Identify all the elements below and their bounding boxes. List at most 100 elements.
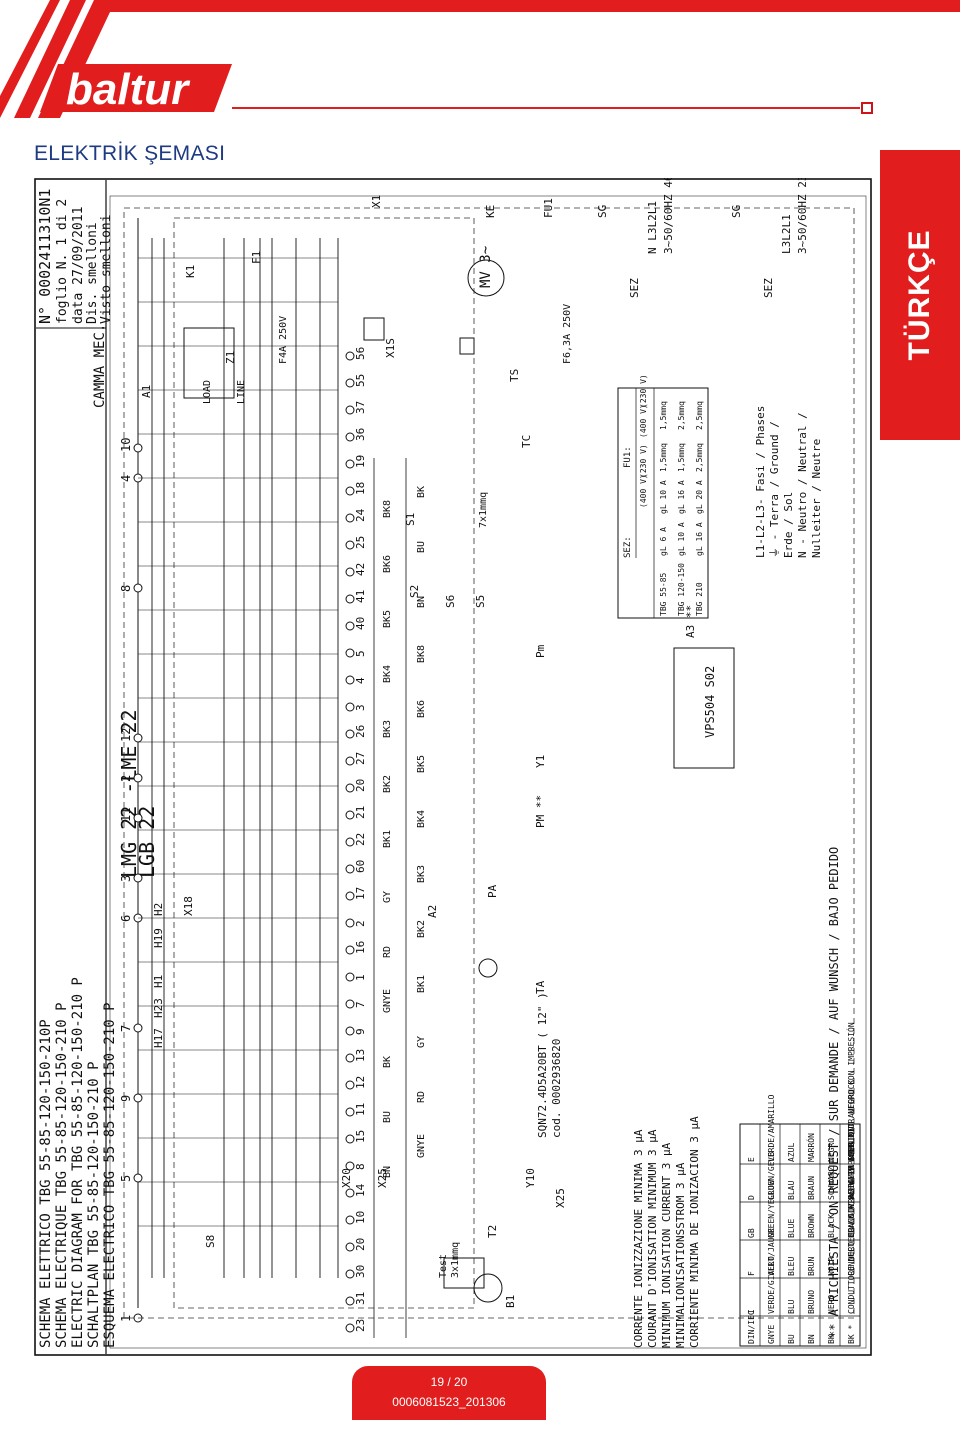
legend-line-1: L1-L2-L3- Fasi / Phases [754,406,767,558]
corner-square-icon [861,102,873,114]
colour-table-cell: BLUE [787,1219,796,1238]
fuse-header: FU1: [623,446,633,468]
colour-table-cell: BRAUN [807,1176,816,1200]
terminal-block [345,756,355,766]
terminal-block-number: 22 [354,833,367,846]
colour-table-cell: CONDUCTEUR NOIR AVEC IMPRESSION [847,1127,856,1276]
sheet-number: foglio N. 1 di 2 [55,199,70,324]
colour-table-cell: BN [807,1334,816,1344]
language-tab-label: TÜRKÇE [903,229,936,361]
label-fu1: FU1 [542,198,555,218]
terminal-number-5: 5 [119,1175,133,1182]
terminal-block-number: 7 [354,1001,367,1008]
terminal-block [345,675,355,685]
terminal-block-number: 12 [354,1076,367,1089]
wire-label-bk2: BK2 [382,775,393,793]
colour-table-cell: BRUNO [807,1290,816,1314]
wire-label-gnye: GNYE [382,989,393,1013]
colour-table-cell: NERO [827,1295,836,1314]
component-labels: S8 B1 T2 Y10 X25 X25 X20 H17 H23 H1 H19 … [140,195,775,1308]
label-h1: H1 [152,975,165,988]
terminal-block [345,351,355,361]
terminal-9 [133,1093,143,1103]
wire-label-lower: BU [416,541,427,553]
fuse-table-cell: 2,5mmq [677,401,686,430]
legend-line-2: ⏚ - Terra / Ground / [768,421,781,558]
terminal-number-10: 10 [119,438,133,452]
terminal-block [345,594,355,604]
colour-table-cell: GRUEN/GELB [767,1152,776,1200]
wire-label-gy: GY [382,891,393,903]
label-x1: X1 [370,195,383,208]
wire-label-lower: BK5 [416,755,427,773]
label-h17: H17 [152,1028,165,1048]
terminal-block-number: 5 [354,650,367,657]
label-y10: Y10 [524,1168,537,1188]
wire-label-lower: BK8 [416,645,427,663]
ignition-transformer-icon [478,958,498,978]
colour-table-cell: CONDUCTOR NEGRO CON IMPRESIÓN [845,1022,856,1162]
terminal-block [345,945,355,955]
document-number: N° 0002411310N1 [36,189,54,324]
terminal-number-8: 8 [119,585,133,592]
wire-label-lower: GNYE [416,1134,427,1158]
colour-table-cell: BK * [847,1325,856,1344]
colour-table-cell: BK [827,1334,836,1344]
terminal-number-6: 6 [119,915,133,922]
vps-unit-icon [673,647,735,769]
label-sez-upper: SEZ [628,278,641,298]
title-line-1: SCHEMA ELETTRICO TBG 55-85-120-150-210P [38,1019,54,1348]
wire-label-lower: BK [416,486,427,498]
label-f1: F1 [250,251,263,264]
colour-table-cell: NOIR [827,1257,836,1276]
colour-table-cell: BLEU [787,1257,796,1276]
ionisation-line-2: COURANT D'IONISATION MINIMUM 3 µA [646,1129,659,1348]
fuse-table-cell: TBG 55-85 [659,572,668,616]
wire-label-lower: BK3 [416,865,427,883]
terminal-block [345,486,355,496]
ionisation-note: CORRENTE IONIZZAZIONE MINIMA 3 µA COURAN… [632,1116,701,1348]
supply-upper: N L3L2L1 [646,201,659,254]
colour-table-cell: NEGRO [827,1138,836,1162]
colour-table-cell: BROWN [807,1214,816,1238]
terminal-block-number: 20 [354,1238,367,1251]
terminal-block [345,837,355,847]
terminal-block [345,1080,355,1090]
legend-line-3: Erde / Sol [782,492,795,558]
terminal-block [345,702,355,712]
checked-by: Visto smelloni [99,214,114,324]
fuse-table-cell: gL 10 A [677,522,686,556]
colour-table-cell: SCHWARZ ADER MIT AUFDRUCK [847,1079,856,1200]
terminal-5 [133,1173,143,1183]
fuse-section-table: FU1:SEZ:(400 V)(230 V)(400 V)(230 V)TBG … [617,374,709,619]
terminal-number-7: 7 [119,1025,133,1032]
label-sg-upper: SG [596,205,609,218]
fuse-table-cell: gL 6 A [659,527,668,556]
filter-z1-icon [183,327,235,399]
title-line-3: ELECTRIC DIAGRAM FOR TBG 55-85-120-150-2… [70,977,86,1348]
terminal-3 [133,873,143,883]
label-h2: H2 [152,903,165,916]
terminal-block-number: 24 [354,508,367,522]
terminal-block [345,1134,355,1144]
wire-label-lower: GY [416,1036,427,1048]
terminal-block [345,918,355,928]
section-header: SEZ: [623,536,633,558]
terminal-block [345,1242,355,1252]
label-mv: MV 3~ [478,246,494,288]
label-ta: TA [534,980,547,994]
label-cable: 7x1mmq [478,492,489,528]
label-line: LINE [236,380,247,404]
terminal-block-number: 4 [354,677,367,684]
terminal-block-number: 30 [354,1265,367,1278]
wire-label-lower: BK6 [416,700,427,718]
terminal-12 [133,733,143,743]
terminal-8 [133,583,143,593]
terminal-block [345,540,355,550]
colour-table-cell: MARRÓN [805,1133,816,1162]
colour-table-cell: BLAU [787,1181,796,1200]
wire-label-lower: BK4 [416,810,427,828]
label-vps: VPS504 S02 [703,666,717,738]
colour-table-cell: E [747,1157,756,1162]
